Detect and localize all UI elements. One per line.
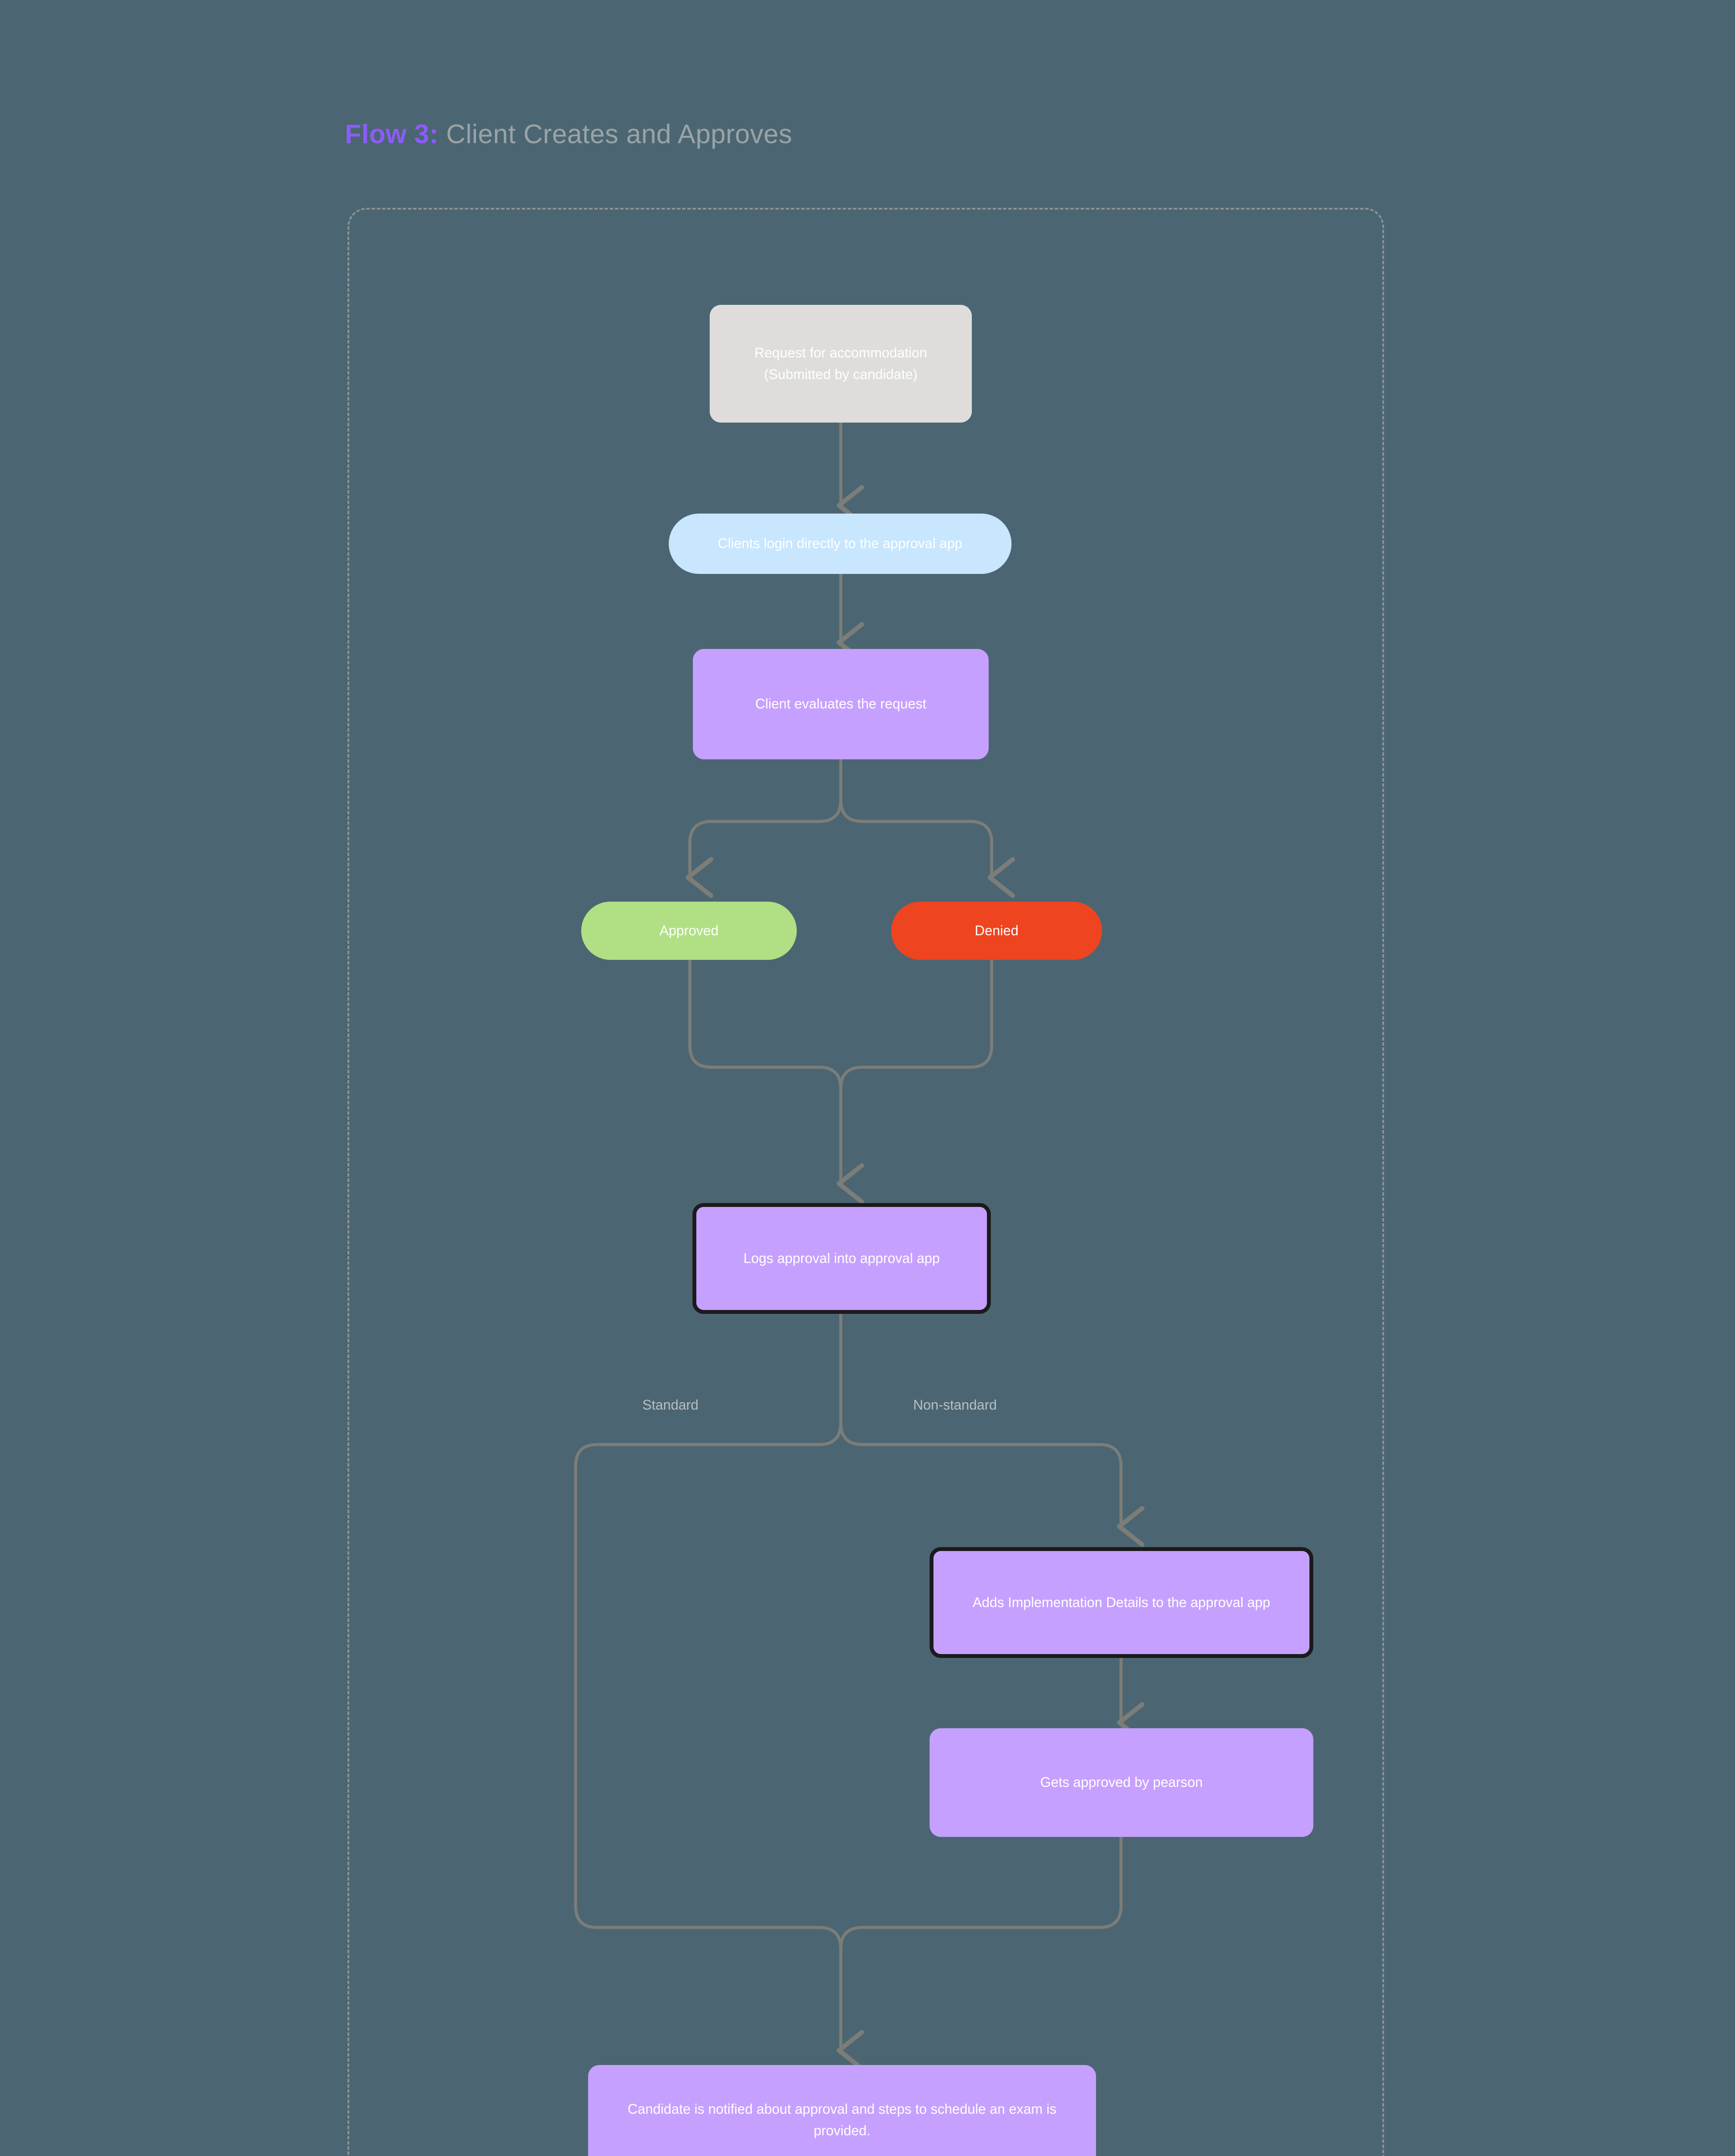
edge-label-non-standard: Non-standard (913, 1397, 997, 1413)
node-client-evaluates[interactable]: Client evaluates the request (693, 649, 989, 759)
node-candidate-notified[interactable]: Candidate is notified about approval and… (588, 2065, 1096, 2156)
page-title: Flow 3: Client Creates and Approves (345, 119, 792, 150)
node-request-label: Request for accommodation (Submitted by … (754, 345, 927, 382)
flow-boundary-container (348, 208, 1384, 2156)
node-request-for-accommodation[interactable]: Request for accommodation (Submitted by … (710, 305, 972, 423)
node-denied-label: Denied (974, 922, 1019, 938)
node-approved[interactable]: Approved (581, 902, 797, 960)
edge-label-standard: Standard (642, 1397, 698, 1413)
node-adds-implementation-details[interactable]: Adds Implementation Details to the appro… (930, 1547, 1313, 1658)
node-notified-label: Candidate is notified about approval and… (627, 2101, 1057, 2138)
node-denied[interactable]: Denied (891, 902, 1102, 960)
title-prefix: Flow 3: (345, 119, 439, 149)
node-clients-login[interactable]: Clients login directly to the approval a… (669, 514, 1012, 574)
node-logs-approval[interactable]: Logs approval into approval app (692, 1203, 991, 1314)
node-evaluate-label: Client evaluates the request (755, 696, 927, 712)
node-pearson-label: Gets approved by pearson (1040, 1774, 1203, 1790)
node-logs-label: Logs approval into approval app (743, 1250, 940, 1266)
node-login-label: Clients login directly to the approval a… (717, 536, 963, 552)
title-rest: Client Creates and Approves (438, 119, 792, 149)
node-impl-label: Adds Implementation Details to the appro… (972, 1594, 1271, 1610)
node-approved-label: Approved (659, 922, 719, 938)
node-gets-approved-by-pearson[interactable]: Gets approved by pearson (930, 1728, 1313, 1837)
